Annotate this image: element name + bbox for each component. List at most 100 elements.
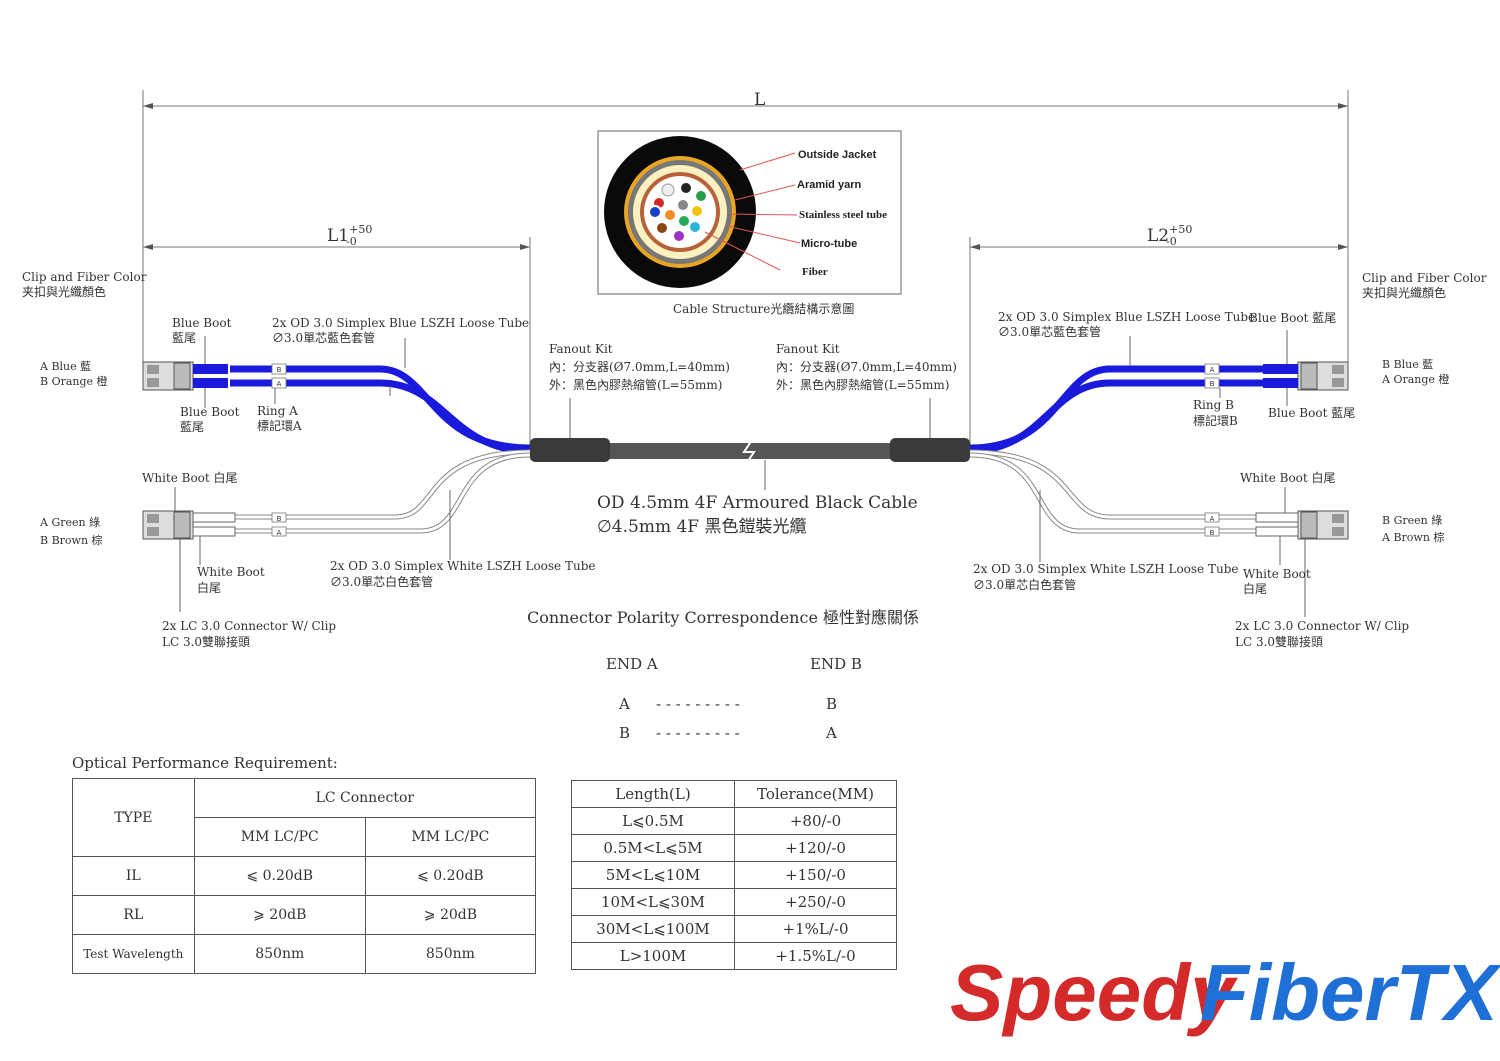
cable-structure-pointers: [704, 152, 801, 271]
cable-break-mark: [742, 439, 756, 465]
perf-group-header: LC Connector: [193, 778, 537, 818]
polarity-row1-dash: - - - - - - - - -: [656, 695, 740, 713]
tol-value: +1.5%L/-0: [734, 942, 897, 970]
fanout-right-title: Fanout Kit: [776, 342, 840, 356]
performance-table: TYPE LC Connector MM LC/PC MM LC/PC IL ⩽…: [72, 778, 537, 974]
right-blue-tube-lower: [969, 379, 1265, 455]
left-color-b-orange: B Orange 橙: [40, 375, 108, 388]
perf-cell: ⩽ 0.20dB: [364, 856, 537, 896]
right-blue-connector: [1263, 361, 1349, 391]
tol-length: 30M<L⩽100M: [571, 915, 735, 943]
l2-label: L2+50: [1147, 223, 1193, 246]
right-white-tube: 2x OD 3.0 Simplex White LSZH Loose Tube: [973, 562, 1239, 576]
svg-text:A: A: [1210, 366, 1215, 374]
right-white-tube-upper: [969, 449, 1262, 520]
perf-type-header: TYPE: [72, 778, 195, 857]
right-white-tube-upper-inner: [969, 450, 1262, 519]
left-blue-tube-lower: [230, 379, 531, 455]
tol-header-length: Length(L): [571, 780, 735, 808]
perf-row-label: RL: [72, 895, 195, 935]
left-ring-zh: 標記環A: [257, 419, 302, 433]
l1-label: L1+50: [327, 223, 373, 246]
ring-markers: [271, 363, 1220, 537]
tol-value: +120/-0: [734, 834, 897, 862]
svg-text:B: B: [1210, 380, 1215, 388]
left-white-connector: [142, 510, 236, 540]
tol-length: 5M<L⩽10M: [571, 861, 735, 889]
fanout-left-inner: 內：分支器(Ø7.0mm,L=40mm): [549, 360, 730, 374]
cs-aramid-yarn: Aramid yarn: [797, 179, 862, 191]
left-white-boot-top: White Boot 白尾: [142, 471, 238, 485]
left-blue-tube: 2x OD 3.0 Simplex Blue LSZH Loose Tube: [272, 316, 530, 330]
right-white-boot-top: White Boot 白尾: [1240, 471, 1336, 485]
tol-length: 0.5M<L⩽5M: [571, 834, 735, 862]
left-connector: 2x LC 3.0 Connector W/ Clip: [162, 619, 337, 633]
perf-cell: ⩾ 20dB: [364, 895, 537, 935]
left-ring: Ring A: [257, 404, 298, 418]
svg-text:A: A: [277, 529, 282, 537]
left-blue-boot-bottom: Blue Boot: [180, 405, 240, 419]
tolerance-table: Length(L) Tolerance(MM) L⩽0.5M+80/-0 0.5…: [571, 780, 897, 970]
right-color-b-green: B Green 綠: [1382, 514, 1443, 527]
perf-row-label: IL: [72, 856, 195, 896]
left-blue-boot-top-zh: 藍尾: [172, 331, 197, 345]
dimension-lines: [142, 90, 1349, 445]
svg-text:B: B: [1210, 529, 1215, 537]
logo: Speedy FiberTX: [950, 948, 1500, 1037]
right-blue-boot-bottom: Blue Boot 藍尾: [1268, 406, 1356, 420]
cs-micro-tube: Micro-tube: [801, 238, 858, 250]
left-color-a-green: A Green 綠: [40, 516, 101, 529]
perf-cell: 850nm: [364, 934, 537, 974]
svg-text:A: A: [277, 380, 282, 388]
perf-col2: MM LC/PC: [364, 817, 537, 857]
leader-lines: [174, 330, 1306, 617]
left-white-boot-bottom: White Boot: [197, 565, 265, 579]
right-white-tube-lower-inner: [969, 453, 1262, 533]
polarity-title: Connector Polarity Correspondence 極性對應關係: [527, 608, 920, 627]
tol-value: +80/-0: [734, 807, 897, 835]
fanout-right-inner: 內：分支器(Ø7.0mm,L=40mm): [776, 360, 957, 374]
svg-text:Speedy: Speedy: [950, 948, 1238, 1037]
left-color-b-brown: B Brown 棕: [40, 534, 103, 547]
right-color-b-blue: B Blue 藍: [1382, 358, 1434, 371]
right-color-a-orange: A Orange 橙: [1382, 373, 1450, 386]
polarity-row1-right: B: [826, 695, 838, 713]
polarity-row2-dash: - - - - - - - - -: [656, 724, 740, 742]
cs-steel-tube: Stainless steel tube: [799, 209, 887, 221]
polarity-row2-left: B: [619, 724, 631, 742]
right-clip-title-zh: 夹扣與光纖顏色: [1362, 286, 1447, 300]
ring-marker-letters: B A B A A B A B: [277, 366, 1215, 537]
performance-title: Optical Performance Requirement:: [72, 754, 338, 772]
left-blue-boot-top: Blue Boot: [172, 316, 232, 330]
perf-cell: ⩾ 20dB: [193, 895, 366, 935]
right-connector-zh: LC 3.0雙聯接頭: [1235, 635, 1324, 649]
left-white-tube: 2x OD 3.0 Simplex White LSZH Loose Tube: [330, 559, 596, 573]
cable-label-zh: ∅4.5mm 4F 黑色鎧裝光纜: [597, 517, 807, 537]
left-white-tube-upper-inner: [235, 450, 531, 519]
left-blue-connector: [142, 361, 228, 391]
left-white-tube-upper: [235, 449, 531, 520]
svg-text:B: B: [277, 366, 282, 374]
left-white-boot-bottom-zh: 白尾: [197, 581, 222, 595]
left-blue-tube-zh: ∅3.0單芯藍色套管: [272, 331, 376, 345]
polarity-row2-right: A: [826, 724, 837, 742]
cable-cross-section: [604, 136, 756, 288]
right-blue-tube-zh: ∅3.0單芯藍色套管: [998, 325, 1102, 339]
tol-length: L>100M: [571, 942, 735, 970]
perf-cell: 850nm: [193, 934, 366, 974]
right-white-boot-bottom: White Boot: [1243, 567, 1311, 581]
perf-row-label: Test Wavelength: [72, 934, 195, 974]
right-white-boot-bottom-zh: 白尾: [1243, 582, 1268, 596]
left-white-tube-lower-inner: [235, 453, 531, 533]
tol-header-tol: Tolerance(MM): [734, 780, 897, 808]
fanout-right: [890, 438, 970, 462]
right-color-a-brown: A Brown 棕: [1382, 531, 1445, 544]
fanout-left-title: Fanout Kit: [549, 342, 613, 356]
right-ring: Ring B: [1193, 398, 1234, 412]
right-ring-zh: 標記環B: [1193, 414, 1238, 428]
fanout-left-outer: 外：黑色內膠熱縮管(L=55mm): [549, 378, 723, 392]
svg-text:FiberTX: FiberTX: [1200, 948, 1500, 1037]
cs-fiber: Fiber: [802, 266, 828, 278]
polarity-end-a: END A: [606, 655, 658, 673]
